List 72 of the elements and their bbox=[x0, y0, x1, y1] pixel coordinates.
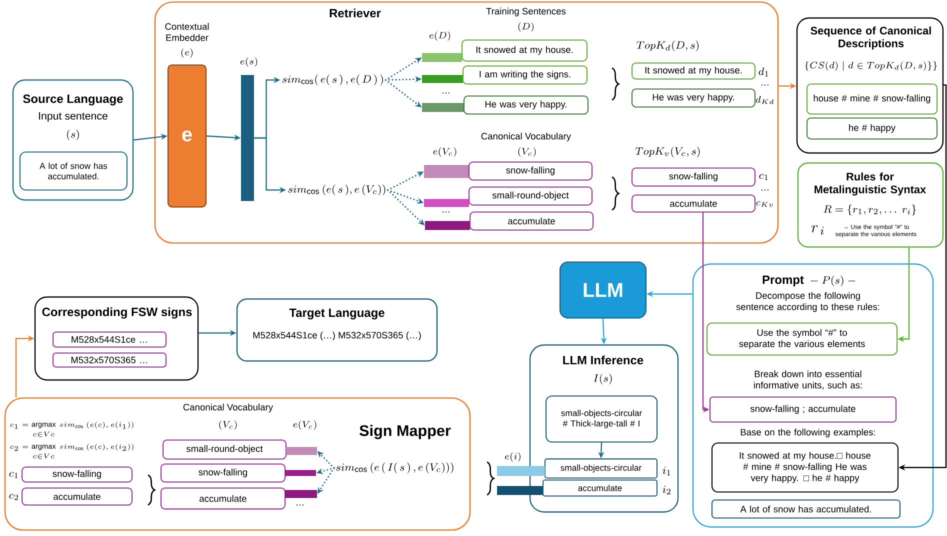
panel: Target Language M528x544S1ce (…) M532x570S365 (…) bbox=[236, 298, 438, 362]
embedding-bar bbox=[497, 466, 545, 476]
text-box: snow-falling bbox=[631, 168, 756, 187]
text-box: accumulate bbox=[160, 487, 286, 510]
math-label: $c_{Kv}$ bbox=[756, 201, 773, 207]
text-box: small-objects-circular bbox=[544, 458, 658, 479]
text-box: accumulate bbox=[631, 194, 756, 213]
formula: $sim_{\cos}(\,e(\,s\,)\,,e(\,D\,)\,)$ bbox=[282, 74, 383, 86]
math-label: $TopK_d(D,s)$ bbox=[636, 40, 699, 52]
text-box: Use the symbol “#” to separate the various elements bbox=[706, 322, 898, 356]
math-label: $i_1$ bbox=[662, 466, 670, 476]
math-label: $c_1$ bbox=[9, 472, 18, 478]
embedding-bar bbox=[424, 165, 470, 178]
math-label: $c_1$ bbox=[759, 174, 768, 180]
math-label: $d_1$ bbox=[758, 68, 768, 76]
embedding-bar bbox=[424, 199, 470, 207]
math-label: $e(V_c)$ bbox=[293, 420, 316, 430]
text-box: snow-falling ; accumulate bbox=[709, 396, 897, 423]
text-box: It snowed at my house.□ house # mine # snow-falling He was very happy. □ he # happy bbox=[711, 442, 899, 493]
math-label: $e(i)$ bbox=[505, 452, 520, 462]
llm-block: LLM bbox=[559, 261, 647, 319]
text-label: Canonical Vocabulary bbox=[183, 404, 274, 412]
text-label: … bbox=[296, 504, 304, 506]
text-label: Canonical Vocabulary bbox=[481, 132, 572, 142]
embedding-bar bbox=[422, 75, 463, 84]
text-box: A lot of snow has accumulated. bbox=[711, 500, 901, 519]
text-label: … bbox=[442, 212, 450, 213]
text-box: small-objects-circular # Thick-large-tall # I bbox=[546, 396, 658, 443]
math-label: $c_2$ bbox=[9, 494, 18, 500]
math-label: $e(V_c)$ bbox=[433, 147, 456, 157]
text-box: small-round-object bbox=[468, 186, 593, 206]
text-label: Training Sentences bbox=[486, 8, 566, 16]
math-label: $TopK_v(V_c,s)$ bbox=[635, 146, 700, 158]
math-label: $c_2=\mathop{\mathrm{argmax}}\limits_{c\in Vc}\,sim_{\cos}\ (e(c),e(i_2))$ bbox=[10, 444, 134, 459]
text-box: snow-falling bbox=[160, 463, 286, 483]
embedding-bar bbox=[425, 221, 470, 230]
text-box: He was very happy. bbox=[463, 95, 589, 115]
text-box: I am writing the signs. bbox=[462, 65, 588, 85]
embedding-bar bbox=[497, 486, 543, 495]
math-label: $(D)$ bbox=[518, 22, 534, 32]
text-box: accumulate bbox=[21, 487, 133, 506]
caption-label: Contextual Embedder bbox=[165, 23, 209, 42]
embedding-bar bbox=[285, 470, 316, 476]
text-label: … bbox=[442, 92, 450, 94]
text-box: M532x570S365 … bbox=[52, 352, 167, 368]
math-label: $(e)$ bbox=[181, 48, 193, 58]
text-box: It snowed at my house. bbox=[461, 39, 588, 62]
text-box: he # happy bbox=[806, 117, 938, 140]
embedding-bar bbox=[284, 490, 317, 498]
text-box: accumulate bbox=[469, 211, 594, 231]
text-box: accumulate bbox=[542, 479, 658, 497]
text-box: small-round-object bbox=[162, 439, 287, 460]
math-label: $d_{Kd}$ bbox=[756, 96, 774, 104]
text-box: snow-falling bbox=[468, 161, 593, 181]
math-label: $e(D)$ bbox=[429, 31, 450, 41]
math-label: $(V_c)$ bbox=[518, 147, 536, 157]
text-box: M528x544S1ce … bbox=[52, 331, 167, 348]
math-label: $e(s)$ bbox=[240, 57, 258, 67]
embedding-bar bbox=[422, 103, 464, 112]
math-label: $c_1=\mathop{\mathrm{argmax}}\limits_{c\in Vc}\,sim_{\cos}\ (e(c),e(i_1))$ bbox=[10, 422, 134, 437]
math-label: $i_2$ bbox=[662, 486, 670, 494]
embedder-block: e bbox=[167, 64, 207, 208]
text-box: A lot of snow has accumulated. bbox=[19, 151, 128, 191]
formula: $sim_{\cos}\left(e(\,s\,),e\left(V_c\right)\right)$ bbox=[288, 184, 386, 196]
text-box: It snowed at my house. bbox=[631, 62, 756, 80]
math-label: $(V_c)$ bbox=[219, 420, 237, 430]
embedding-bar bbox=[422, 53, 462, 62]
text-box: He was very happy. bbox=[631, 88, 756, 108]
text-label: … bbox=[762, 84, 768, 86]
formula: $sim_{\cos}\left(e\left(\,I(\,s\,)\,,e\left(V_c\right)\right)\right)$ bbox=[336, 462, 454, 474]
text-box: house # mine # snow-falling bbox=[806, 84, 938, 115]
text-box: snow-falling bbox=[21, 466, 133, 483]
